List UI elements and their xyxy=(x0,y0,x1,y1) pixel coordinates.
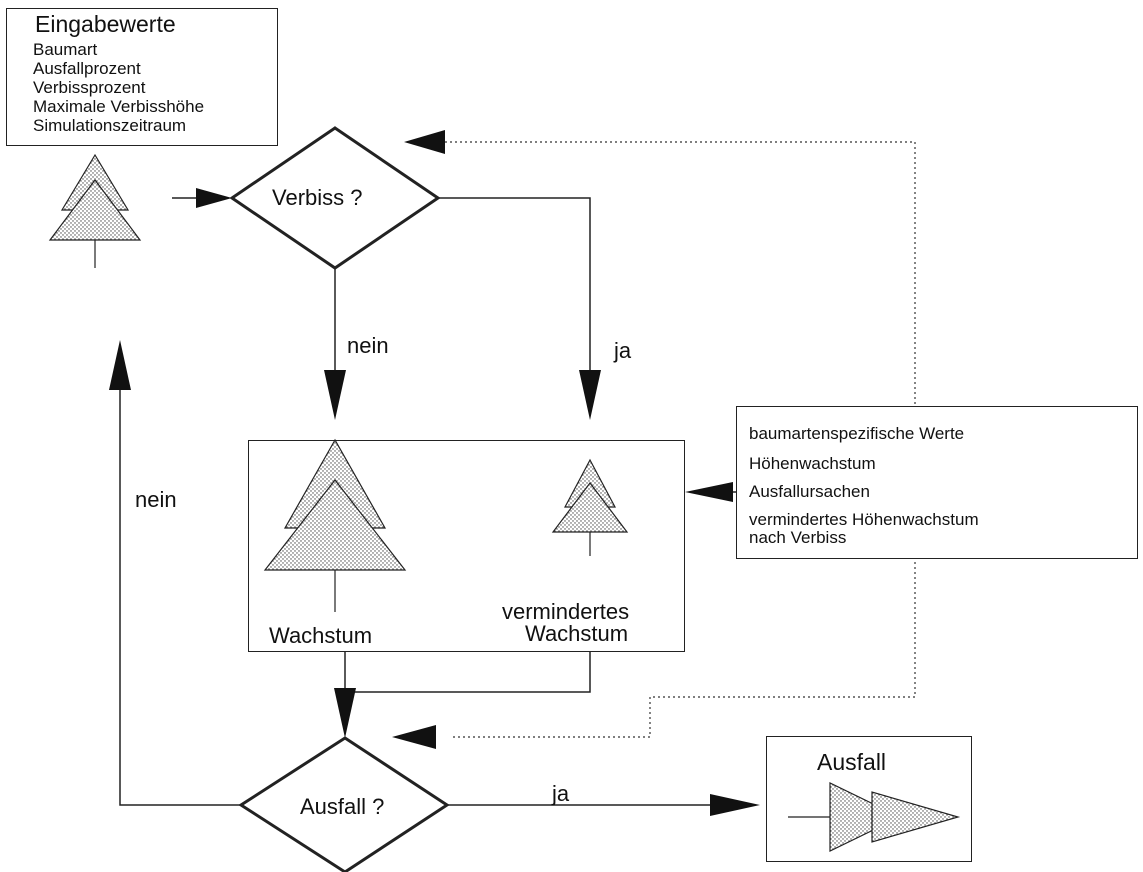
species-item-reduced-growth: vermindertes Höhenwachstum xyxy=(749,510,979,529)
input-item-simulationszeitraum: Simulationszeitraum xyxy=(33,116,187,135)
normal-growth-label: Wachstum xyxy=(269,623,373,648)
input-values-title: Eingabewerte xyxy=(35,11,176,37)
arrow-browse-yes xyxy=(438,197,601,420)
input-item-verbissprozent: Verbissprozent xyxy=(33,78,146,97)
reduced-growth-label-line2: Wachstum xyxy=(525,621,629,646)
fallen-tree-icon xyxy=(788,782,961,852)
loss-box: Ausfall xyxy=(766,736,972,862)
loss-yes-label: ja xyxy=(552,781,570,806)
input-item-baumart: Baumart xyxy=(33,40,98,59)
normal-growth-tree-icon xyxy=(263,438,407,612)
species-item-title: baumartenspezifische Werte xyxy=(749,424,965,443)
arrow-input-to-browse xyxy=(172,188,232,208)
arrow-loss-no-loop xyxy=(109,340,241,806)
loss-decision-diamond xyxy=(238,736,450,872)
species-item-after-browse: nach Verbiss xyxy=(749,528,847,547)
arrow-loss-yes xyxy=(447,794,760,816)
browse-no-label: nein xyxy=(347,333,389,358)
dotted-feedback-lines xyxy=(392,130,916,749)
reduced-growth-label-line1: vermindertes xyxy=(502,599,630,624)
loss-no-label: nein xyxy=(135,487,177,512)
input-tree-icon xyxy=(48,153,142,268)
browse-decision-label: Verbiss ? xyxy=(272,185,363,210)
arrow-browse-no xyxy=(324,268,346,420)
species-item-height-growth: Höhenwachstum xyxy=(749,454,876,473)
loss-decision-label: Ausfall ? xyxy=(300,794,385,819)
arrow-growth-to-loss xyxy=(334,652,591,738)
browse-yes-label: ja xyxy=(614,338,632,363)
loss-box-title: Ausfall xyxy=(817,749,887,775)
arrow-species-to-growth xyxy=(685,482,736,502)
input-values-box: Eingabewerte Baumart Ausfallprozent Verb… xyxy=(6,8,278,146)
growth-box: Wachstum vermindertes Wachstum xyxy=(248,440,685,652)
reduced-growth-tree-icon xyxy=(551,458,629,556)
input-item-ausfallprozent: Ausfallprozent xyxy=(33,59,141,78)
species-values-box: baumartenspezifische Werte Höhenwachstum… xyxy=(736,406,1138,559)
species-item-loss-causes: Ausfallursachen xyxy=(749,482,870,501)
input-item-max-verbisshoehe: Maximale Verbisshöhe xyxy=(33,97,205,116)
